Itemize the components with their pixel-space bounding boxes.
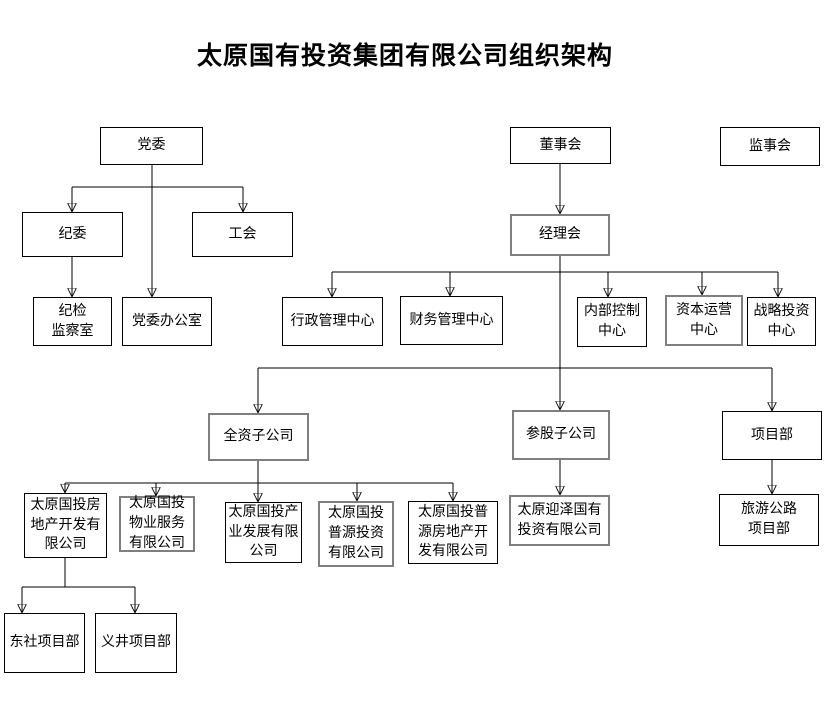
edges-manager-meeting [332,256,778,368]
org-node-property-service-co: 太原国投 物业服务 有限公司 [119,496,195,552]
org-node-tourism-highway-project-dept: 旅游公路 项目部 [719,494,819,546]
org-node-discipline-inspection-office: 纪检 监察室 [33,297,112,346]
org-node-equity-participation-subsidiaries: 参股子公司 [512,410,610,460]
org-node-financial-management-center: 财务管理中心 [400,296,503,345]
edges-wholly-owned [65,461,453,501]
org-node-strategic-investment-center: 战略投资 中心 [747,297,816,346]
org-node-internal-control-center: 内部控制 中心 [577,297,647,347]
org-node-real-estate-development-co: 太原国投房 地产开发有 限公司 [24,493,107,558]
org-node-puyuan-investment-co: 太原国投 普源投资 有限公司 [318,501,394,567]
org-node-party-committee: 党委 [100,127,203,165]
org-node-project-department: 项目部 [722,411,822,460]
edges-subsidiary-tier [258,367,772,412]
org-node-capital-operation-center: 资本运营 中心 [665,295,743,346]
org-node-board-of-supervisors: 监事会 [720,127,820,166]
org-node-general-manager-meeting: 经理会 [510,214,610,256]
edges-real-estate-projects [22,558,135,612]
org-node-party-committee-office: 党委办公室 [122,297,212,346]
org-node-labor-union: 工会 [192,212,293,257]
org-node-wholly-owned-subsidiaries: 全资子公司 [208,413,309,461]
org-node-board-of-directors: 董事会 [510,127,611,164]
org-node-admin-management-center: 行政管理中心 [282,297,383,346]
org-node-dongshe-project-dept: 东社项目部 [4,613,85,673]
org-node-discipline-committee: 纪委 [22,212,123,257]
org-node-yingze-investment-co: 太原迎泽国有 投资有限公司 [509,495,610,546]
org-node-industrial-development-co: 太原国投产 业发展有限 公司 [225,502,302,563]
org-node-yijing-project-dept: 义井项目部 [95,613,177,673]
edges-party-committee [72,165,243,296]
page-title: 太原国有投资集团有限公司组织架构 [196,43,613,70]
org-node-puyuan-real-estate-co: 太原国投普 源房地产开 发有限公司 [408,501,498,564]
